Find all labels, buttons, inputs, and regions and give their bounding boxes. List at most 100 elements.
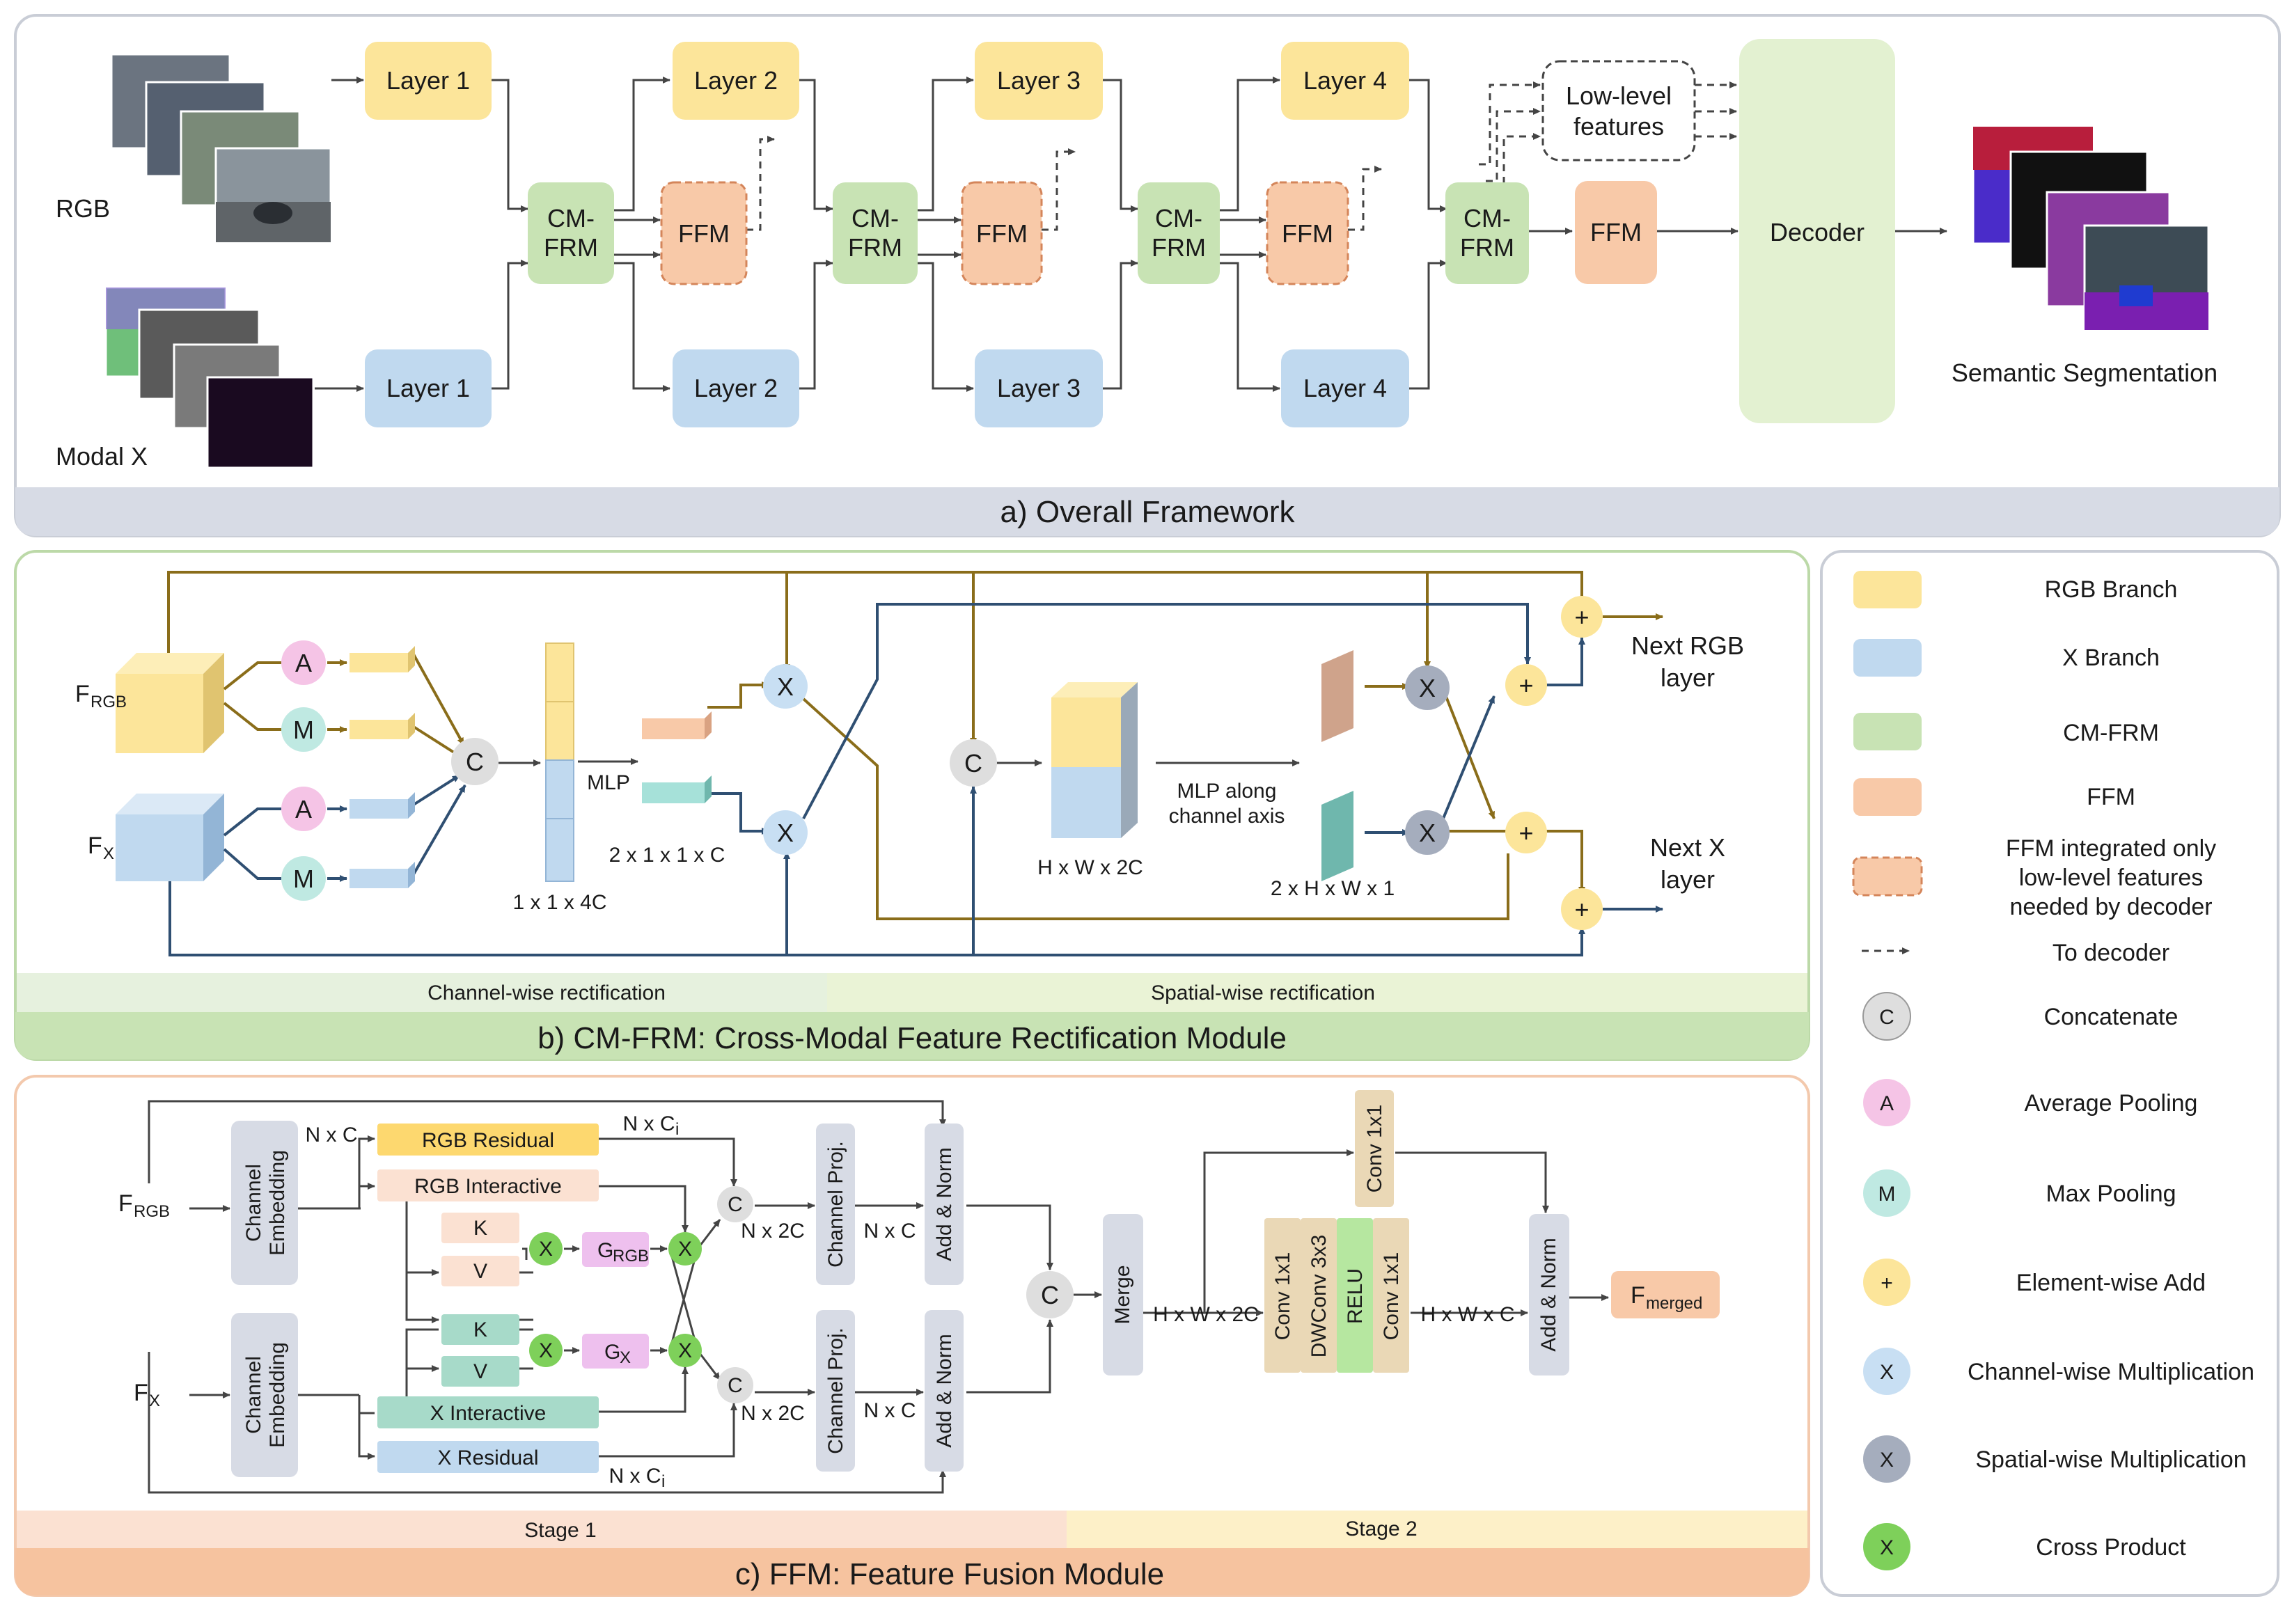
svg-text:G: G [597,1239,613,1262]
concat-vector [545,642,574,882]
svg-text:Embedding: Embedding [266,1150,289,1256]
f-merged-block: F merged [1611,1271,1720,1318]
svg-text:Add & Norm: Add & Norm [933,1334,956,1447]
nx2ci-rgb-label: N x 2C [741,1220,805,1243]
svg-text:Average Pooling: Average Pooling [2025,1090,2198,1117]
ffm-f-rgb-sub: RGB [134,1202,170,1221]
svg-text:M: M [293,716,314,744]
stage-2-section [1067,1511,1807,1548]
rgb-layer-2: Layer 2 [673,42,799,120]
svg-text:+: + [1518,819,1533,847]
svg-text:DWConv 3x3: DWConv 3x3 [1308,1235,1331,1358]
svg-text:X: X [1880,1449,1894,1472]
svg-text:+: + [1574,603,1589,631]
concat-circle-c-merge: C [1026,1271,1074,1318]
svg-text:CM-: CM- [547,204,595,232]
svg-text:Layer 3: Layer 3 [997,374,1081,402]
legend-ffm-low-level: FFM integrated only low-level features n… [1852,835,2216,920]
svg-text:RELU: RELU [1344,1268,1367,1324]
svg-text:RGB Interactive: RGB Interactive [414,1175,562,1198]
spatial-mul-rgb: X [1405,665,1450,710]
next-rgb-line1: Next RGB [1631,631,1744,660]
svg-text:FRM: FRM [1460,233,1514,262]
svg-text:C: C [728,1374,743,1397]
svg-text:Layer 2: Layer 2 [694,66,778,95]
merge-block: Merge [1103,1214,1143,1375]
svg-text:Conv 1x1: Conv 1x1 [1363,1105,1386,1193]
f-x-label: F [88,833,102,859]
svg-text:Max Pooling: Max Pooling [2046,1181,2176,1207]
legend-ffm: FFM [1853,778,2135,816]
svg-text:C: C [1041,1281,1059,1309]
ffm-f-x-label: F [134,1380,148,1406]
panel-b-cmfrm: Channel-wise rectification Spatial-wise … [14,550,1810,1061]
spatial-dims-label: H x W x 2C [1037,856,1143,879]
next-x-line2: layer [1661,865,1715,894]
rgb-layer-1: Layer 1 [365,42,492,120]
f-rgb-cube [116,653,224,753]
svg-text:Embedding: Embedding [266,1342,289,1448]
cross-product-rgb-kv: G X [529,1232,563,1266]
f-rgb-sub: RGB [91,693,127,711]
svg-text:X: X [1419,819,1436,847]
svg-text:+: + [1574,895,1589,924]
svg-text:C: C [964,749,982,778]
svg-text:X: X [777,819,794,847]
svg-text:Channel Proj.: Channel Proj. [824,1327,847,1454]
avg-pool-x: A [281,787,326,831]
svg-text:CM-: CM- [1155,204,1202,232]
channel-proj-x: Channel Proj. [816,1310,855,1472]
concat-circle-c-rgb: C [717,1186,753,1222]
x-flow-lines [168,603,1663,956]
f-x-sub: X [103,844,114,863]
rgb-input-label: RGB [56,194,110,223]
panel-a-overall-framework: a) Overall Framework RGB Modal X [14,14,2281,537]
svg-text:FFM integrated only: FFM integrated only [2006,835,2216,862]
nxci-x-label: N x C [609,1465,661,1488]
svg-text:X: X [678,1339,692,1362]
svg-text:A: A [1880,1092,1894,1115]
x-layer-4: Layer 4 [1281,349,1409,427]
cmfrm-block-2: CM- FRM [833,182,918,284]
legend-concatenate: C Concatenate [1862,992,2178,1041]
legend-rgb-branch: RGB Branch [1853,571,2177,608]
channel-mul-rgb: X [763,664,808,709]
svg-text:FRM: FRM [848,233,902,262]
v-block-rgb: V [441,1256,519,1286]
x-layer-1: Layer 1 [365,349,492,427]
k-block-rgb: K [441,1213,519,1243]
rgb-interactive-bar: RGB Interactive [377,1169,599,1201]
next-rgb-line2: layer [1661,663,1715,692]
svg-text:Low-level: Low-level [1566,81,1672,110]
rgb-image-stack [110,53,332,244]
legend-x-branch: X Branch [1853,639,2160,677]
svg-text:+: + [1518,671,1533,700]
nxc-rgb-label: N x C [306,1124,358,1146]
max-pool-x: M [281,856,326,901]
channel-mul-x: X [763,810,808,855]
hwc-label: H x W x C [1421,1303,1515,1326]
svg-text:FRM: FRM [1152,233,1206,262]
svg-text:A: A [295,649,312,677]
g-rgb-block: G RGB [582,1232,649,1267]
x-layer-3: Layer 3 [975,349,1103,427]
svg-text:Layer 1: Layer 1 [386,66,470,95]
cross-product-rgb-out: X [668,1232,702,1266]
svg-text:V: V [473,1260,487,1283]
conv-top-block: Conv 1x1 [1355,1090,1394,1207]
svg-text:K: K [473,1318,487,1341]
concat-circle-b2: C [950,739,997,787]
panel-c-connectors [148,1100,1609,1494]
svg-text:C: C [466,748,484,776]
f-x-cube [116,794,224,881]
svg-text:X Branch: X Branch [2062,645,2160,671]
legend-panel: RGB Branch X Branch CM-FRM FFM FFM integ… [1820,550,2279,1597]
nx2ci-x-label: N x 2C [741,1402,805,1425]
spatial-weight-maps [1321,650,1353,881]
ffm-block-2: FFM [961,181,1043,285]
panel-a-caption: a) Overall Framework [1000,495,1296,529]
add-rgb-inner: + [1505,664,1547,706]
svg-text:Merge: Merge [1111,1265,1134,1324]
panel-c-ffm: Stage 1 Stage 2 c) FFM: Feature Fusion M… [14,1075,1810,1597]
